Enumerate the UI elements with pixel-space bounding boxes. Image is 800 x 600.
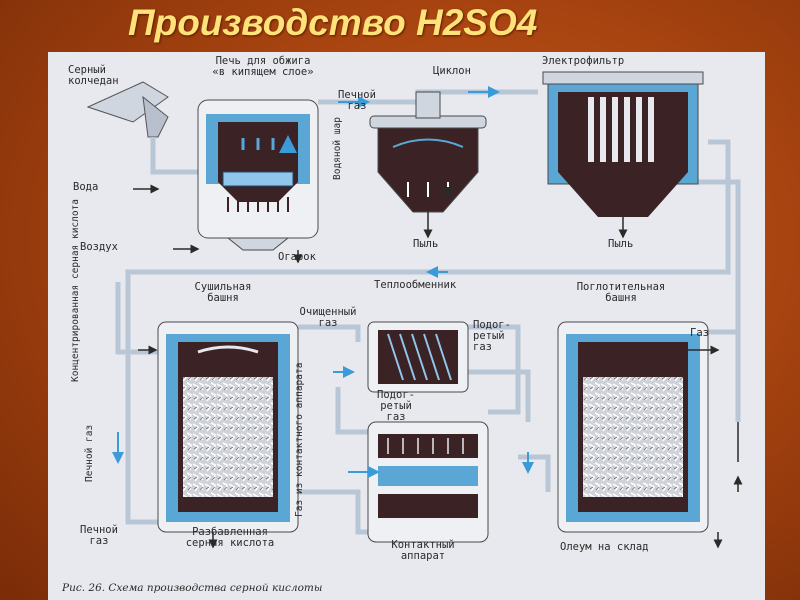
heat-exchanger [367, 321, 469, 393]
cyclone [369, 91, 487, 239]
black-arrows [133, 184, 720, 355]
slide-title: Производство H2SO4 [128, 2, 538, 43]
label-conc-acid: Концентрированная серная кислота [70, 198, 81, 382]
label-water-jacket: Водяной шар [332, 117, 343, 180]
label-dust-cyclone: Пыль [413, 238, 439, 250]
label-air: Воздух [80, 241, 118, 253]
flow-arrows [112, 86, 534, 474]
label-gas-out: Газ [690, 327, 709, 339]
label-dust-filter: Пыль [608, 238, 634, 250]
absorption-tower [557, 321, 743, 549]
label-electrofilter: Электрофильтр [542, 55, 625, 67]
furnace [197, 99, 319, 251]
label-cyclone: Циклон [433, 65, 471, 77]
contact-apparatus [348, 421, 489, 543]
pipes [115, 89, 741, 535]
drying-tower [157, 321, 299, 549]
label-furnace-gas-side: Печной газ [84, 424, 95, 482]
label-oleum: Олеум на склад [560, 541, 649, 553]
label-heat-exchanger: Теплообменник [374, 279, 457, 291]
label-water: Вода [73, 181, 99, 193]
figure-caption: Рис. 26. Схема производства серной кисло… [62, 582, 323, 594]
pyrite-hopper [86, 81, 198, 175]
electrofilter [542, 71, 704, 239]
label-furnace: Печь для обжига«в кипящем слое» [212, 55, 314, 78]
process-diagram [86, 71, 743, 549]
label-gas-from-contact: Газ из контактного аппарата [294, 362, 305, 517]
label-cinder: Огарок [278, 251, 316, 263]
